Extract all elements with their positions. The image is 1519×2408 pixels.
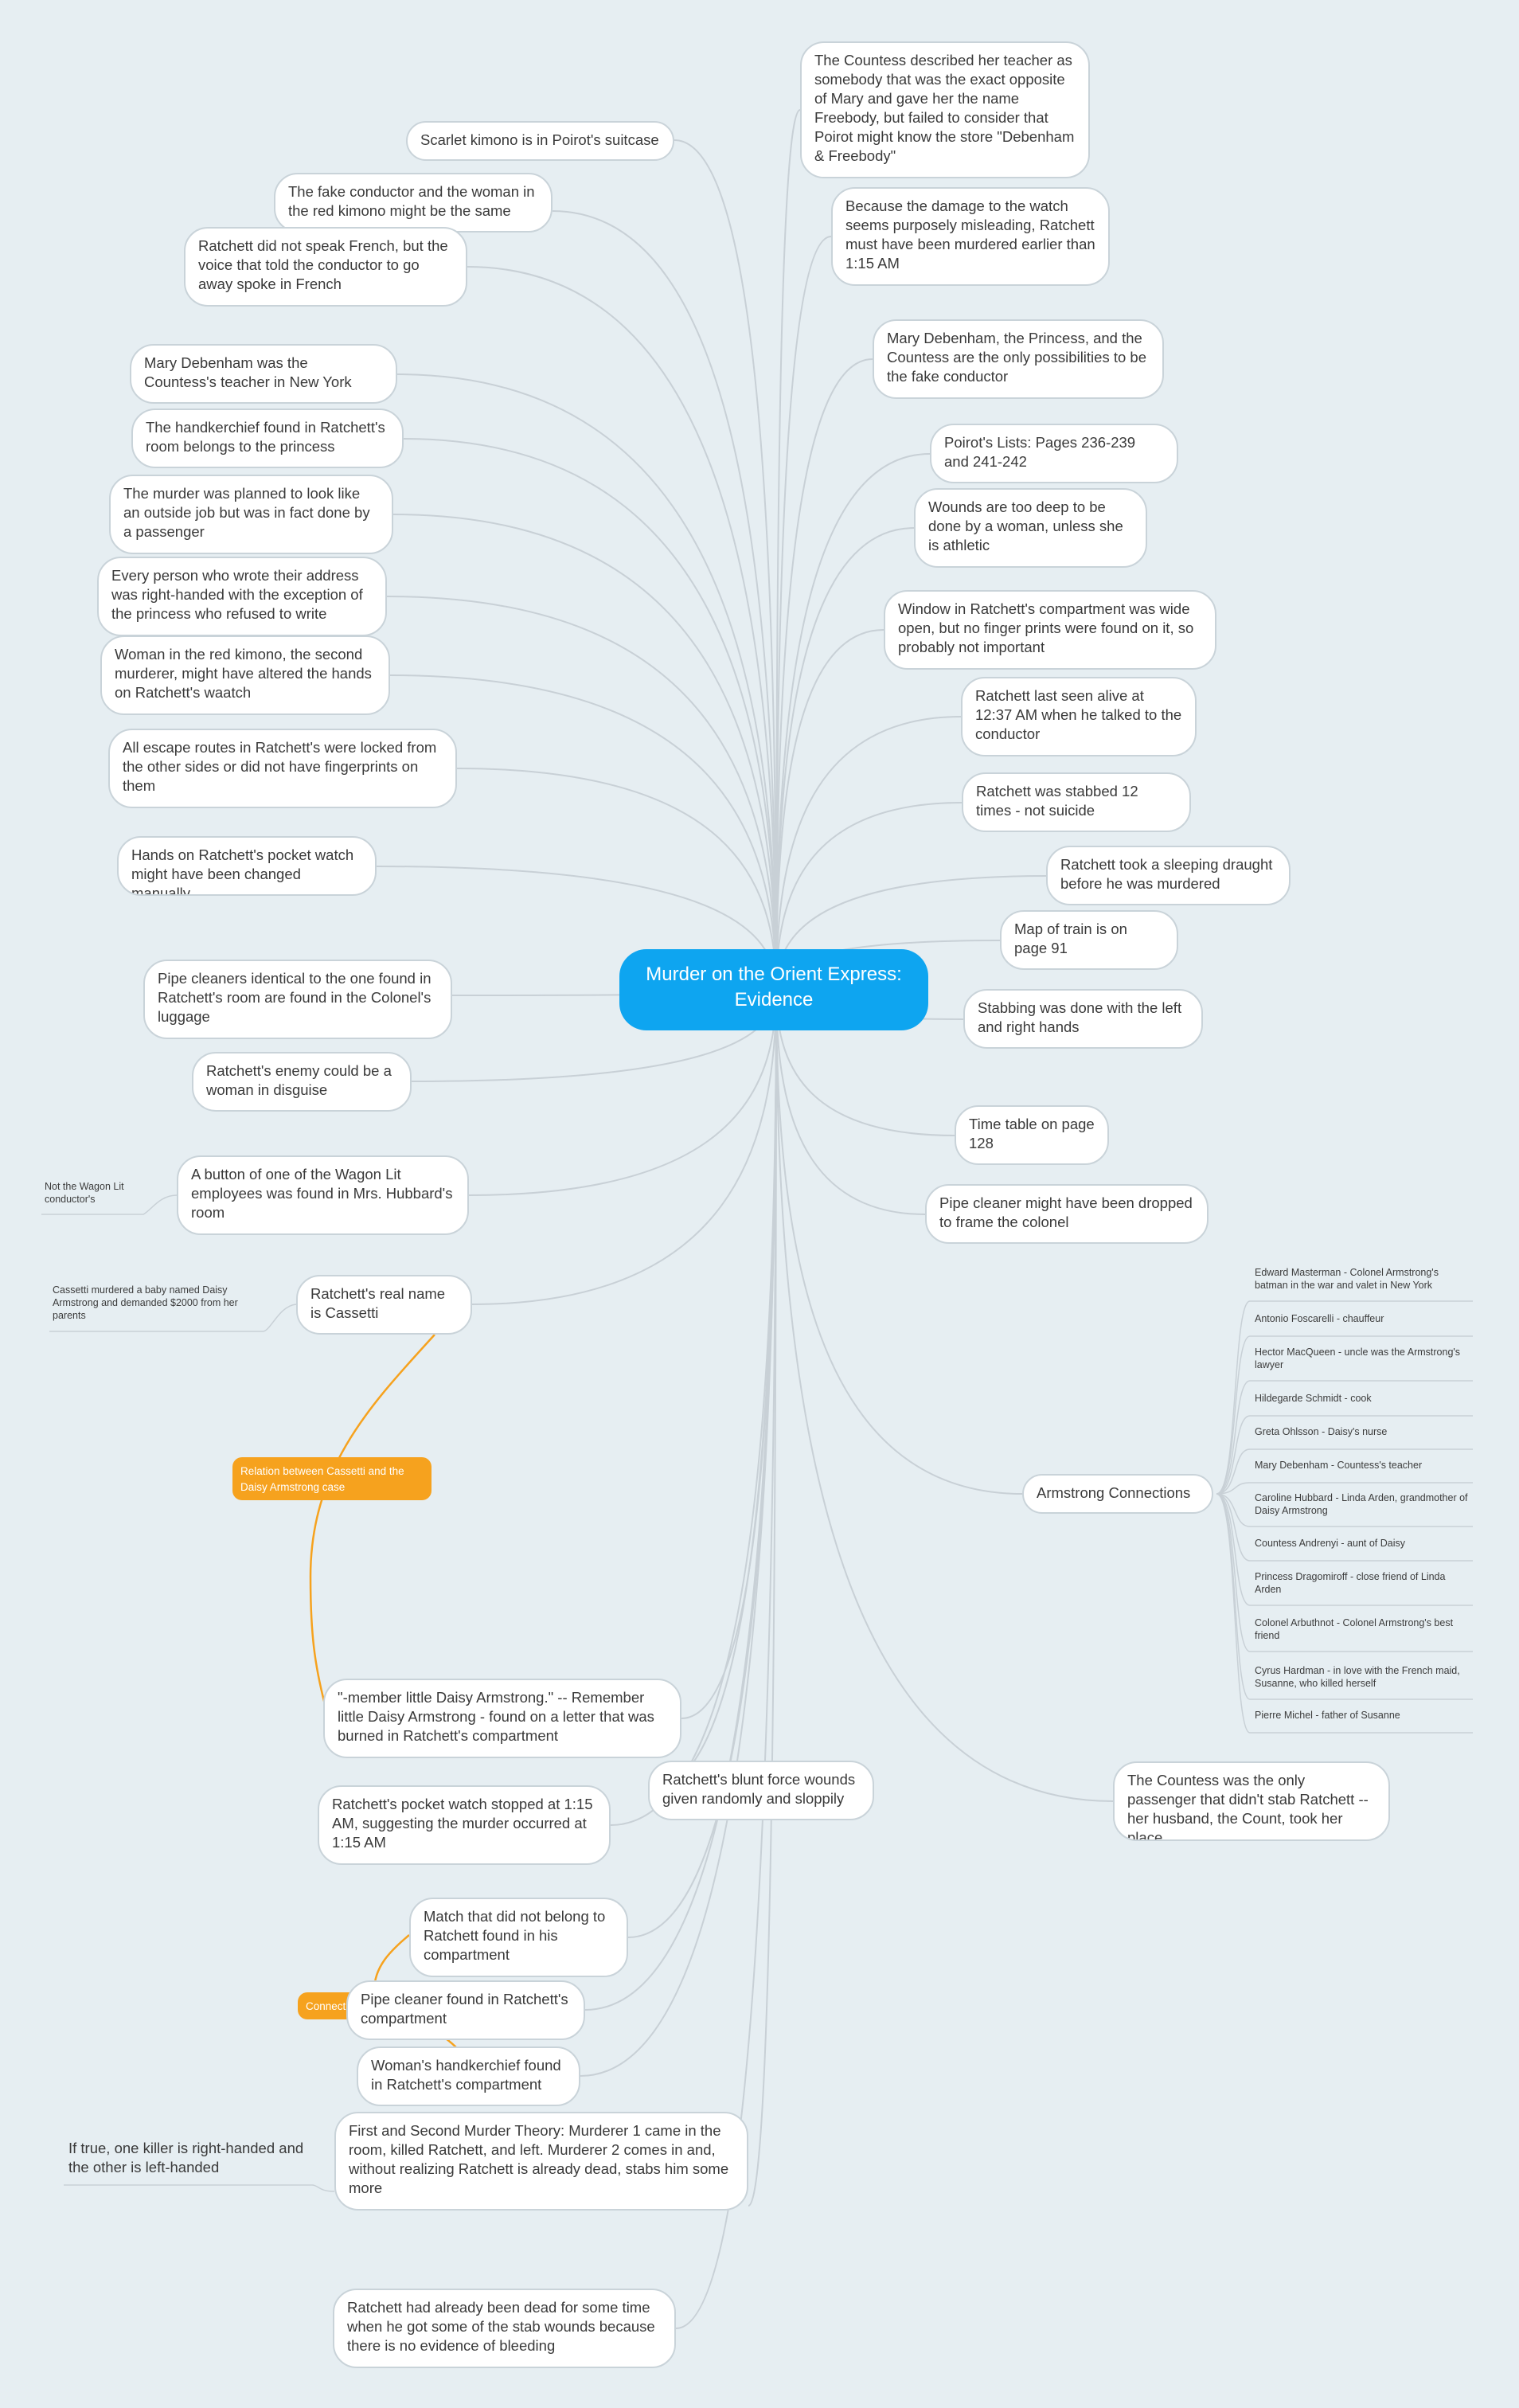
armstrong-branch-line <box>1216 1493 1473 1527</box>
topic-already-dead[interactable]: Ratchett had already been dead for some … <box>333 2289 676 2368</box>
topic-french-voice[interactable]: Ratchett did not speak French, but the v… <box>184 227 467 307</box>
branch-line <box>392 514 777 991</box>
note-branch-line <box>49 1304 297 1332</box>
branch-line <box>456 768 777 991</box>
topic-cassetti[interactable]: Ratchett's real name is Cassetti <box>296 1275 472 1335</box>
topic-frame-colonel[interactable]: Pipe cleaner might have been dropped to … <box>925 1184 1209 1244</box>
branch-line <box>775 989 926 1215</box>
relationship-daisy-label[interactable]: Relation between Cassetti and the Daisy … <box>232 1457 431 1500</box>
branch-line <box>775 453 931 991</box>
armstrong-branch-line <box>1216 1493 1473 1734</box>
branch-line <box>775 989 1114 1802</box>
armstrong-item[interactable]: Hector MacQueen - uncle was the Armstron… <box>1255 1347 1461 1370</box>
topic-daisy-letter[interactable]: "-member little Daisy Armstrong." -- Rem… <box>323 1679 681 1758</box>
armstrong-branch-line <box>1216 1448 1473 1495</box>
armstrong-item[interactable]: Colonel Arbuthnot - Colonel Armstrong's … <box>1255 1617 1454 1641</box>
armstrong-branch-line <box>1216 1493 1473 1562</box>
topic-escape-routes[interactable]: All escape routes in Ratchett's were loc… <box>108 729 457 808</box>
armstrong-item[interactable]: Pierre Michel - father of Susanne <box>1255 1710 1400 1721</box>
topic-right-handed[interactable]: Every person who wrote their address was… <box>97 557 387 636</box>
topic-outside-job[interactable]: The murder was planned to look like an o… <box>109 475 393 554</box>
armstrong-item[interactable]: Hildegarde Schmidt - cook <box>1255 1393 1372 1404</box>
central-topic[interactable]: Murder on the Orient Express: Evidence <box>619 949 928 1030</box>
topic-wagon-lit-button[interactable]: A button of one of the Wagon Lit employe… <box>177 1155 469 1235</box>
armstrong-branch-line <box>1216 1335 1473 1495</box>
branch-line <box>389 674 777 991</box>
branch-line <box>775 629 884 991</box>
topic-watch-hands[interactable]: Hands on Ratchett's pocket watch might h… <box>117 836 377 896</box>
branch-line <box>403 438 777 991</box>
note-branch-line <box>64 2184 335 2192</box>
branch-line <box>386 596 777 991</box>
armstrong-branch-line <box>1216 1380 1473 1495</box>
branch-line <box>675 989 777 2329</box>
armstrong-item[interactable]: Caroline Hubbard - Linda Arden, grandmot… <box>1255 1492 1468 1516</box>
armstrong-branch-line <box>1216 1482 1473 1495</box>
topic-armstrong-connections[interactable]: Armstrong Connections <box>1022 1474 1213 1514</box>
note-branch-line <box>41 1194 178 1215</box>
topic-window-open[interactable]: Window in Ratchett's compartment was wid… <box>884 590 1216 670</box>
topic-mary-teacher[interactable]: Mary Debenham was the Countess's teacher… <box>130 344 397 404</box>
armstrong-item[interactable]: Greta Ohlsson - Daisy's nurse <box>1255 1426 1388 1437</box>
topic-sleeping-draught[interactable]: Ratchett took a sleeping draught before … <box>1046 846 1291 905</box>
armstrong-item[interactable]: Mary Debenham - Countess's teacher <box>1255 1460 1423 1471</box>
armstrong-item[interactable]: Princess Dragomiroff - close friend of L… <box>1255 1571 1446 1595</box>
topic-countess-no-stab[interactable]: The Countess was the only passenger that… <box>1113 1761 1390 1841</box>
topic-pipe-cleaner-found[interactable]: Pipe cleaner found in Ratchett's compart… <box>346 1980 585 2040</box>
topic-watch-stopped[interactable]: Ratchett's pocket watch stopped at 1:15 … <box>318 1785 611 1865</box>
note-not-conductors[interactable]: Not the Wagon Lit conductor's <box>45 1181 124 1205</box>
topic-red-kimono-watch[interactable]: Woman in the red kimono, the second murd… <box>100 635 390 715</box>
branch-line <box>775 358 873 991</box>
note-right-left-handed[interactable]: If true, one killer is right-handed and … <box>68 2140 304 2175</box>
armstrong-item[interactable]: Edward Masterman - Colonel Armstrong's b… <box>1255 1267 1439 1291</box>
topic-fake-conductor-suspects[interactable]: Mary Debenham, the Princess, and the Cou… <box>873 319 1164 399</box>
topic-poirots-lists[interactable]: Poirot's Lists: Pages 236-239 and 241-24… <box>930 424 1178 483</box>
topic-two-murderers[interactable]: First and Second Murder Theory: Murderer… <box>334 2112 748 2211</box>
branch-line <box>468 989 777 1196</box>
armstrong-branch-line <box>1216 1493 1473 1652</box>
topic-map-of-train[interactable]: Map of train is on page 91 <box>1000 910 1178 970</box>
topic-woman-disguise[interactable]: Ratchett's enemy could be a woman in dis… <box>192 1052 412 1112</box>
branch-line <box>775 236 832 991</box>
branch-line <box>674 139 777 991</box>
branch-line <box>681 989 777 1719</box>
branch-line <box>471 989 777 1305</box>
note-cassetti-baby[interactable]: Cassetti murdered a baby named Daisy Arm… <box>53 1284 238 1321</box>
branch-line <box>552 210 777 991</box>
topic-blunt-wounds[interactable]: Ratchett's blunt force wounds given rand… <box>648 1761 874 1820</box>
branch-line <box>647 989 777 1792</box>
armstrong-item[interactable]: Countess Andrenyi - aunt of Daisy <box>1255 1538 1405 1549</box>
branch-line <box>396 373 777 991</box>
topic-handkerchief-princess[interactable]: The handkerchief found in Ratchett's roo… <box>131 408 404 468</box>
topic-colonel-pipe-cleaners[interactable]: Pipe cleaners identical to the one found… <box>143 960 452 1039</box>
topic-time-table[interactable]: Time table on page 128 <box>955 1105 1109 1165</box>
armstrong-item[interactable]: Antonio Foscarelli - chauffeur <box>1255 1313 1384 1324</box>
armstrong-branch-line <box>1216 1415 1473 1495</box>
armstrong-item[interactable]: Cyrus Hardman - in love with the French … <box>1255 1665 1460 1689</box>
topic-match[interactable]: Match that did not belong to Ratchett fo… <box>409 1898 628 1977</box>
topic-womans-handkerchief[interactable]: Woman's handkerchief found in Ratchett's… <box>357 2046 580 2106</box>
branch-line <box>584 989 777 2011</box>
topic-stabbed-12[interactable]: Ratchett was stabbed 12 times - not suic… <box>962 772 1191 832</box>
branch-line <box>467 266 777 991</box>
topic-last-seen[interactable]: Ratchett last seen alive at 12:37 AM whe… <box>961 677 1197 756</box>
topic-misleading-watch[interactable]: Because the damage to the watch seems pu… <box>831 187 1110 286</box>
branch-line <box>775 989 1023 1495</box>
armstrong-branch-line <box>1216 1493 1473 1606</box>
topic-wounds-too-deep[interactable]: Wounds are too deep to be done by a woma… <box>914 488 1147 568</box>
topic-freebody[interactable]: The Countess described her teacher as so… <box>800 41 1090 178</box>
branch-line <box>775 716 962 991</box>
armstrong-branch-line <box>1216 1300 1473 1495</box>
relationship-arrow <box>309 1334 435 1705</box>
topic-left-right-hands[interactable]: Stabbing was done with the left and righ… <box>963 989 1203 1049</box>
topic-scarlet-kimono[interactable]: Scarlet kimono is in Poirot's suitcase <box>406 121 674 161</box>
branch-line <box>580 989 777 2077</box>
topic-fake-conductor[interactable]: The fake conductor and the woman in the … <box>274 173 553 233</box>
